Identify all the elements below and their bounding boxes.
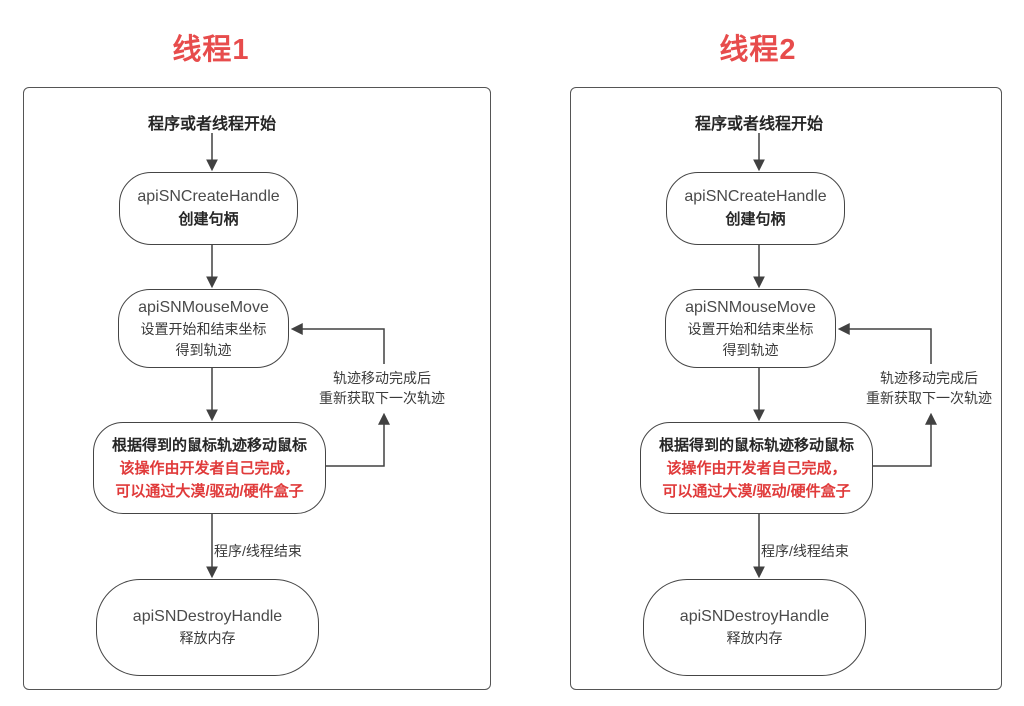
start-label: 程序或者线程开始 <box>694 116 823 133</box>
loop-edge-label: 轨迹移动完成后 重新获取下一次轨迹 <box>809 368 1024 408</box>
loop-arrow-up <box>873 412 937 467</box>
api-name: apiSNCreateHandle <box>137 188 280 205</box>
loop-label-line2: 重新获取下一次轨迹 <box>866 390 992 406</box>
node-create-handle: apiSNCreateHandle 创建句柄 <box>666 172 845 245</box>
loop-label-line2: 重新获取下一次轨迹 <box>319 390 445 406</box>
node-destroy-handle: apiSNDestroyHandle 释放内存 <box>96 579 319 676</box>
node-destroy-handle: apiSNDestroyHandle 释放内存 <box>643 579 866 676</box>
api-name: apiSNCreateHandle <box>684 188 827 205</box>
api-name: apiSNDestroyHandle <box>679 608 830 625</box>
end-edge-label: 程序/线程结束 <box>761 543 849 559</box>
node-mouse-move: apiSNMouseMove 设置开始和结束坐标 得到轨迹 <box>118 289 289 368</box>
node-caption: 释放内存 <box>726 630 783 646</box>
node-caption: 得到轨迹 <box>175 341 232 358</box>
thread1-title: 线程1 <box>172 34 250 66</box>
warning-text: 可以通过大漠/驱动/硬件盒子 <box>662 482 851 500</box>
node-mouse-move: apiSNMouseMove 设置开始和结束坐标 得到轨迹 <box>665 289 836 368</box>
warning-text: 该操作由开发者自己完成， <box>666 459 847 477</box>
thread2-title: 线程2 <box>719 34 797 66</box>
api-name: apiSNMouseMove <box>138 298 269 316</box>
loop-arrow-up <box>326 412 390 467</box>
api-name: apiSNMouseMove <box>685 298 816 316</box>
loop-label-line1: 轨迹移动完成后 <box>333 370 431 386</box>
node-caption: 设置开始和结束坐标 <box>687 320 814 337</box>
thread2-diagram: 线程2 程序或者线程开始 apiSNCr <box>570 0 1002 706</box>
loop-edge-label: 轨迹移动完成后 重新获取下一次轨迹 <box>262 368 502 408</box>
warning-text: 该操作由开发者自己完成， <box>119 459 300 477</box>
loop-label-line1: 轨迹移动完成后 <box>880 370 978 386</box>
node-caption: 创建句柄 <box>725 211 786 228</box>
loop-arrow-to-mousemove <box>837 323 932 364</box>
node-caption: 根据得到的鼠标轨迹移动鼠标 <box>111 436 307 454</box>
start-label: 程序或者线程开始 <box>147 116 276 133</box>
node-move-mouse: 根据得到的鼠标轨迹移动鼠标 该操作由开发者自己完成， 可以通过大漠/驱动/硬件盒… <box>93 422 326 514</box>
node-caption: 释放内存 <box>179 630 236 646</box>
node-caption: 根据得到的鼠标轨迹移动鼠标 <box>658 436 854 454</box>
thread2-frame: 程序或者线程开始 apiSNCreateHandle 创建句柄 apiSNMou… <box>570 87 1002 690</box>
node-caption: 创建句柄 <box>178 211 239 228</box>
node-caption: 得到轨迹 <box>722 341 779 358</box>
node-caption: 设置开始和结束坐标 <box>140 320 267 337</box>
node-move-mouse: 根据得到的鼠标轨迹移动鼠标 该操作由开发者自己完成， 可以通过大漠/驱动/硬件盒… <box>640 422 873 514</box>
warning-text: 可以通过大漠/驱动/硬件盒子 <box>115 482 304 500</box>
end-edge-label: 程序/线程结束 <box>214 543 302 559</box>
loop-arrow-to-mousemove <box>290 323 385 364</box>
flow-connectors <box>753 133 937 579</box>
thread1-frame: 程序或者线程开始 apiSNCreateHandle 创建句柄 apiSNMou… <box>23 87 491 690</box>
api-name: apiSNDestroyHandle <box>132 608 283 625</box>
flow-connectors <box>206 133 390 579</box>
thread1-diagram: 线程1 程序或者线程开始 apiSNCr <box>23 0 491 706</box>
node-create-handle: apiSNCreateHandle 创建句柄 <box>119 172 298 245</box>
